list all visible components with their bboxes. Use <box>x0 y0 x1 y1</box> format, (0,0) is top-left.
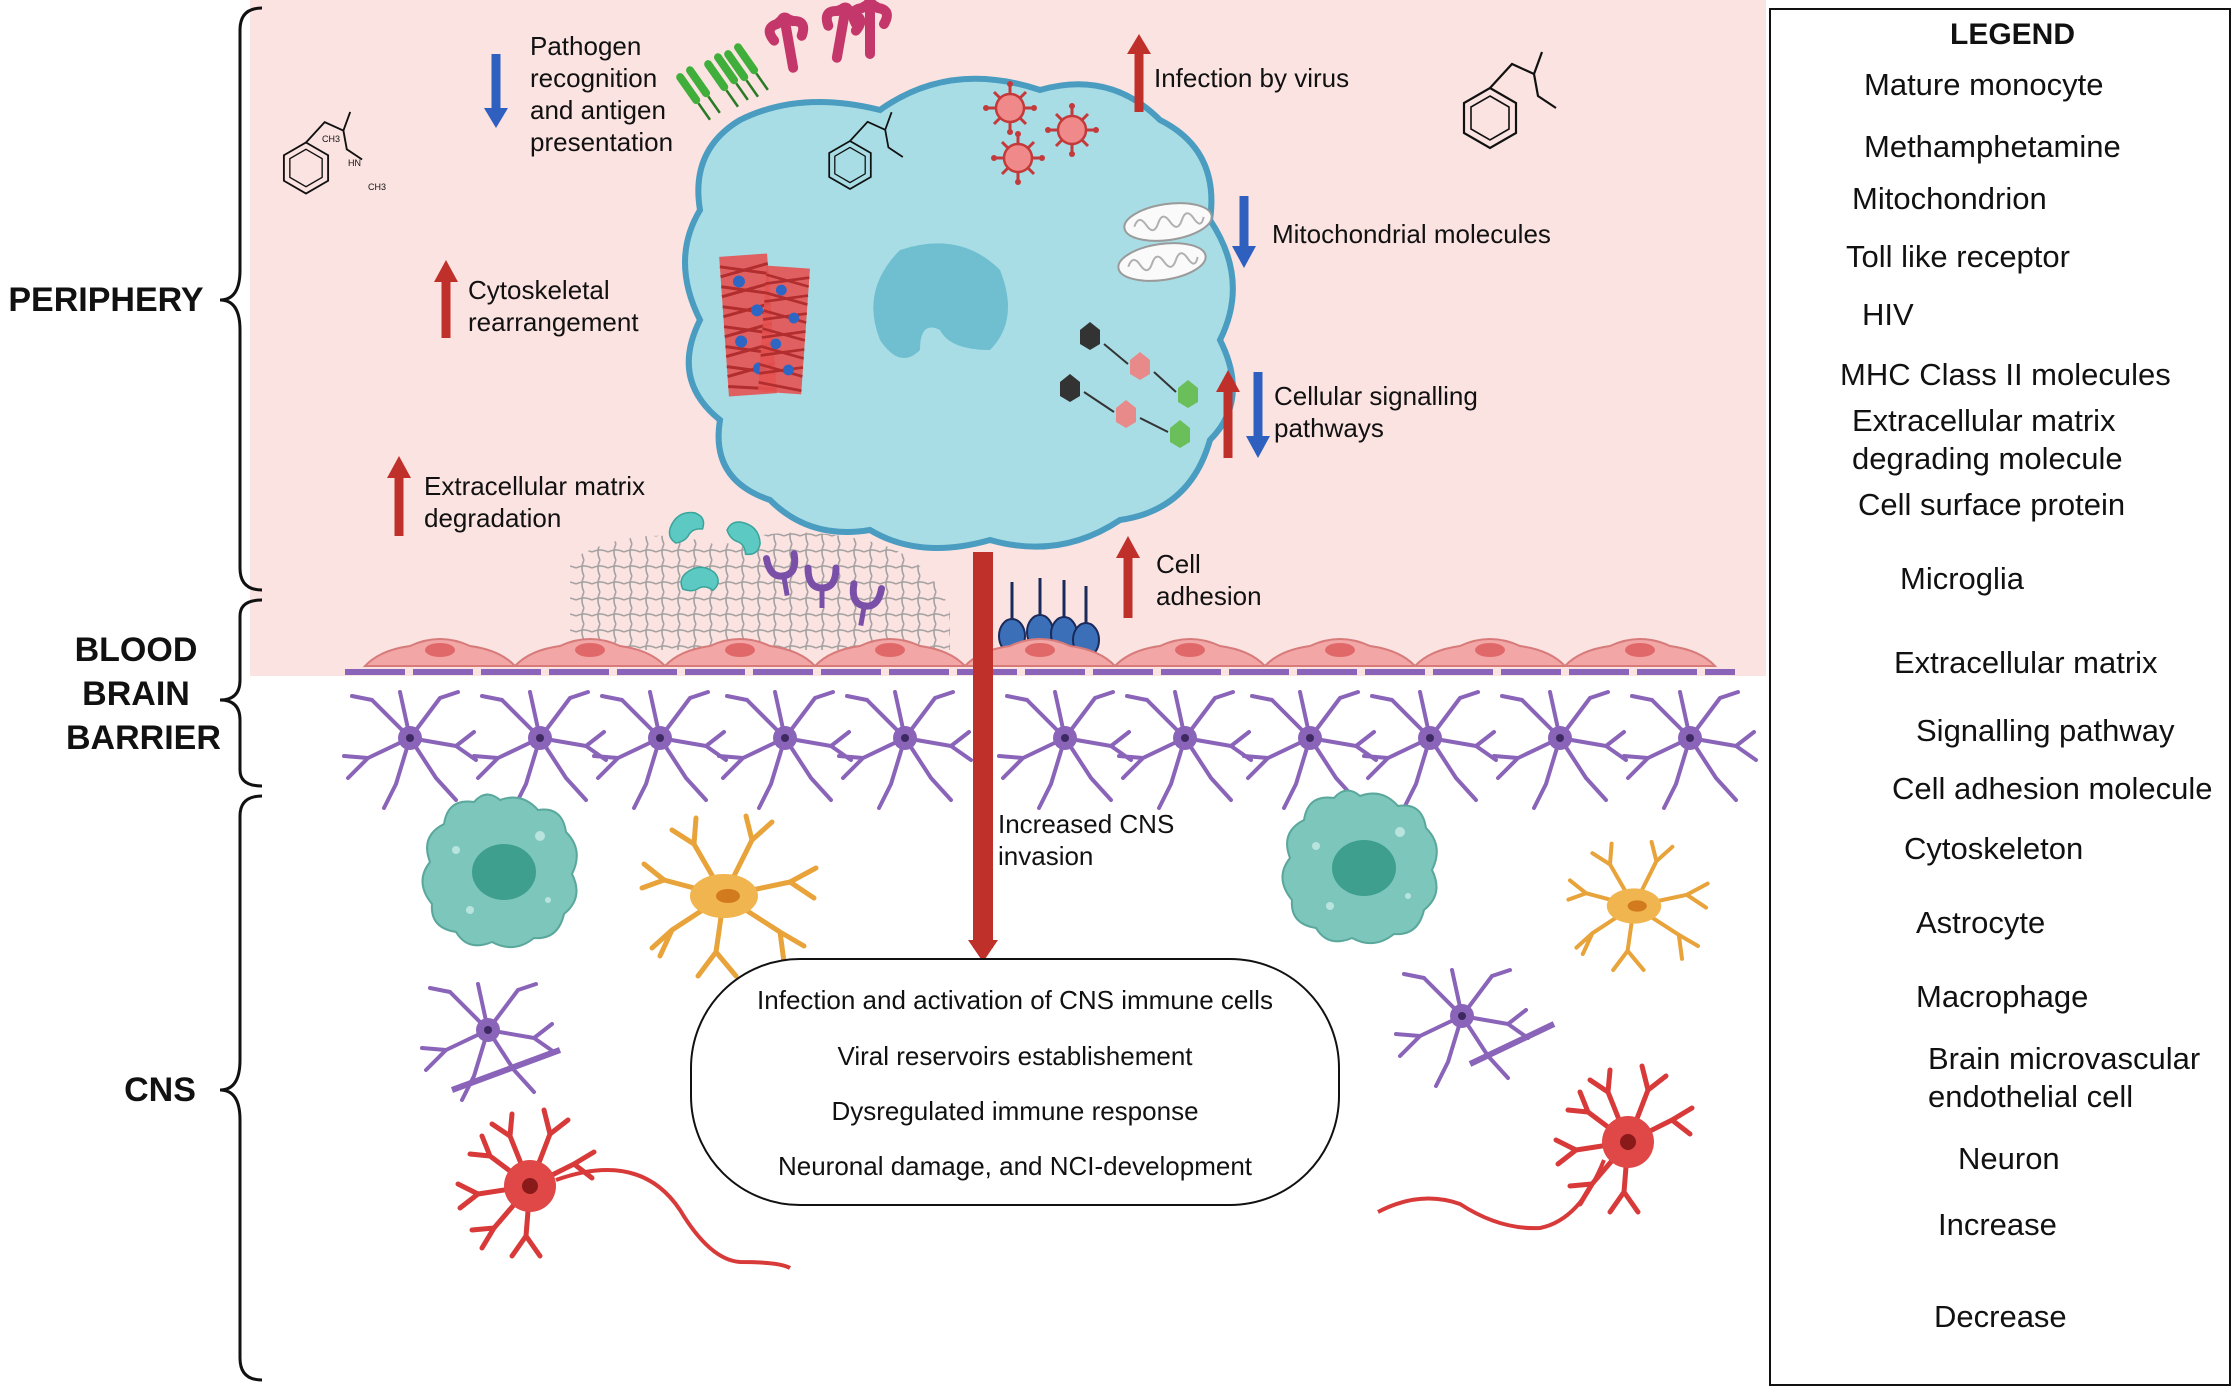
mitochondrial-label: Mitochondrial molecules <box>1272 219 1551 249</box>
cns-label: CNS <box>124 1071 196 1109</box>
astrocyte-layer <box>342 690 1758 810</box>
legend-panel <box>1769 8 2231 1386</box>
pathogen-decrease-arrow <box>484 54 508 128</box>
cns-bracket <box>219 794 263 1382</box>
meth-label: CH3 <box>322 134 340 144</box>
cns-astrocyte-left <box>420 982 562 1102</box>
outcome-item: Infection and activation of CNS immune c… <box>757 985 1273 1015</box>
bbb-bracket <box>219 598 263 788</box>
cytoskeletal-label: rearrangement <box>468 307 639 337</box>
periphery-bracket <box>219 6 263 592</box>
ecm-label: degradation <box>424 503 562 533</box>
legend-item: Decrease <box>1934 1299 2067 1334</box>
bbb-label-2: BRAIN <box>82 675 190 713</box>
adhesion-label: adhesion <box>1156 581 1262 611</box>
outcome-item: Viral reservoirs establishement <box>837 1041 1193 1071</box>
legend-item: MHC Class II molecules <box>1840 357 2171 392</box>
legend-item: endothelial cell <box>1928 1079 2134 1114</box>
legend-item: Toll like receptor <box>1846 239 2070 274</box>
cytoskeletal-label: Cytoskeletal <box>468 275 610 305</box>
signalling-pathway <box>1060 322 1198 448</box>
pathogen-label: Pathogen <box>530 31 642 61</box>
pathogen-label: and antigen <box>530 95 666 125</box>
legend-item: Brain microvascular <box>1928 1041 2201 1076</box>
legend-item: HIV <box>1862 297 1914 332</box>
cytoskeletal-increase-arrow <box>434 260 458 338</box>
outcomes-box <box>690 958 1340 1206</box>
meth-label: HN <box>348 158 361 168</box>
legend-item: Increase <box>1938 1207 2057 1242</box>
mito-decrease-arrow <box>1232 196 1256 268</box>
pathogen-label: presentation <box>530 127 674 157</box>
legend-item: degrading molecule <box>1852 441 2123 476</box>
periphery-label: PERIPHERY <box>8 281 204 319</box>
legend-item: Extracellular matrix <box>1852 403 2116 438</box>
adhesion-increase-arrow <box>1116 536 1140 618</box>
outcome-item: Dysregulated immune response <box>831 1096 1199 1126</box>
legend-item: Microglia <box>1900 561 2025 596</box>
legend-item: Macrophage <box>1916 979 2089 1014</box>
bbb-label-3: BARRIER <box>66 719 221 757</box>
extracellular-matrix <box>570 532 950 650</box>
neuron-right <box>1377 1066 1692 1231</box>
legend-item: Methamphetamine <box>1864 129 2121 164</box>
infection-label: Infection by virus <box>1154 63 1350 93</box>
legend-item: Neuron <box>1958 1141 2060 1176</box>
legend-item: Astrocyte <box>1916 905 2046 940</box>
endothelial-layer <box>345 638 1735 675</box>
neuron-left <box>458 1110 792 1270</box>
monocyte-nucleus <box>873 243 1008 358</box>
legend-item: Cytoskeleton <box>1904 831 2084 866</box>
infection-increase-arrow <box>1127 34 1151 112</box>
legend-item: Mitochondrion <box>1852 181 2047 216</box>
pathogen-label: recognition <box>530 63 658 93</box>
signalling-label: pathways <box>1274 413 1384 443</box>
cns-invasion-label: invasion <box>998 841 1094 871</box>
meth-label: CH3 <box>368 182 386 192</box>
legend-item: Extracellular matrix <box>1894 645 2158 680</box>
outcome-item: Neuronal damage, and NCI-development <box>777 1151 1253 1181</box>
legend-item: Cell surface protein <box>1858 487 2126 522</box>
bbb-label-1: BLOOD <box>74 631 198 669</box>
adhesion-label: Cell <box>1156 549 1201 579</box>
signalling-increase-arrow <box>1216 370 1240 458</box>
signalling-decrease-arrow <box>1246 372 1270 458</box>
cns-invasion-label: Increased CNS <box>998 809 1175 839</box>
legend-item: Cell adhesion molecule <box>1892 771 2213 806</box>
signalling-label: Cellular signalling <box>1274 381 1478 411</box>
ecm-increase-arrow <box>387 456 411 536</box>
legend-item: Mature monocyte <box>1864 67 2104 102</box>
legend-item: Signalling pathway <box>1916 713 2175 748</box>
ecm-label: Extracellular matrix <box>424 471 646 501</box>
legend-title: LEGEND <box>1950 18 2076 51</box>
cns-astrocyte-right <box>1394 968 1556 1088</box>
